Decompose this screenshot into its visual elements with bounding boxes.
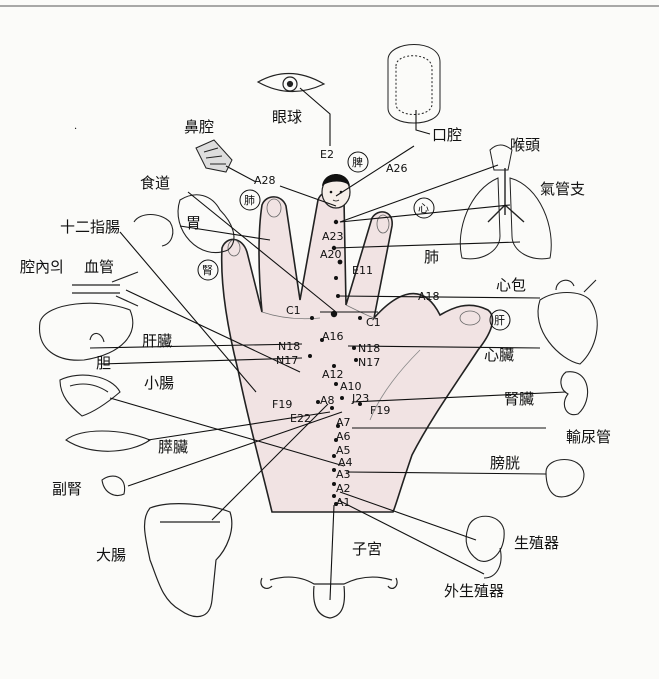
- code-N18-right: N18: [358, 342, 380, 355]
- circled-liver: 肝: [494, 314, 505, 327]
- label-external-genital: 外生殖器: [444, 582, 504, 600]
- eye-sketch: [256, 72, 326, 93]
- code-N17-left: N17: [276, 354, 298, 367]
- leader-lines: [89, 87, 567, 601]
- code-C1-right: C1: [366, 316, 381, 329]
- circled-kidney: 腎: [202, 264, 213, 277]
- code-A10: A10: [340, 380, 362, 393]
- label-kidney: 腎臟: [504, 390, 534, 408]
- liver-sketch: [39, 302, 134, 361]
- label-stomach: 胃: [186, 214, 201, 232]
- vessel-sketch: [72, 271, 139, 307]
- label-pancreas: 膵臟: [158, 438, 188, 456]
- label-vessel-b: 血管: [84, 258, 114, 276]
- point-codes: E2 A28 A26 A23 A20 E11 A18 C1 C1 A16 N18…: [254, 148, 440, 509]
- code-E11: E11: [352, 264, 373, 277]
- genital-sketch: [465, 515, 505, 579]
- circled-lung: 肺: [244, 194, 255, 207]
- label-large-intestine: 大腸: [96, 546, 126, 564]
- code-A26: A26: [386, 162, 408, 175]
- bladder-sketch: [545, 459, 585, 498]
- label-small-intestine: 小腸: [144, 374, 174, 392]
- code-J23: J23: [351, 392, 369, 405]
- label-esophagus: 食道: [140, 174, 170, 192]
- label-liver: 肝臟: [142, 332, 172, 350]
- nail-thumb: [459, 310, 481, 326]
- circled-heart: 心: [418, 202, 429, 215]
- code-A7: A7: [336, 416, 351, 429]
- label-duodenum: 十二指腸: [60, 218, 120, 236]
- code-C1-left: C1: [286, 304, 301, 317]
- circled-marks: 脾 肺 心 腎 肝: [197, 151, 511, 331]
- label-bladder: 膀胱: [490, 454, 520, 472]
- code-F19-right: F19: [370, 404, 390, 417]
- code-A2: A2: [336, 482, 351, 495]
- stray-mark: ·: [74, 124, 77, 135]
- label-mouth: 口腔: [432, 126, 462, 144]
- mouth-sketch: [387, 44, 441, 124]
- label-genital: 生殖器: [514, 534, 559, 552]
- kidney-sketch: [560, 371, 589, 416]
- pancreas-sketch: [65, 430, 152, 452]
- label-ureter: 輸尿管: [566, 428, 611, 446]
- lungs-sketch: [459, 168, 552, 260]
- code-A12: A12: [322, 368, 344, 381]
- code-N17-right: N17: [358, 356, 380, 369]
- head-figure: [321, 174, 351, 209]
- uterus-sketch: [260, 576, 398, 619]
- code-A23: A23: [322, 230, 344, 243]
- label-vessel-a: 腔內의: [20, 258, 64, 276]
- heart-sketch: [537, 279, 598, 365]
- label-uterus: 子宮: [352, 540, 382, 558]
- code-A20: A20: [320, 248, 342, 261]
- code-A1: A1: [336, 496, 351, 509]
- code-A16: A16: [322, 330, 344, 343]
- code-A5: A5: [336, 444, 351, 457]
- label-lung: 肺: [424, 248, 439, 266]
- palm-crease-2: [345, 304, 375, 319]
- label-eye: 眼球: [272, 108, 302, 126]
- label-bronchi: 氣管支: [540, 180, 585, 198]
- code-E2: E2: [320, 148, 334, 161]
- nasal-sketch: [195, 139, 233, 173]
- code-A4: A4: [338, 456, 353, 469]
- larynx-sketch: [489, 144, 513, 171]
- code-F19-left: F19: [272, 398, 292, 411]
- duodenum-sketch: [133, 213, 174, 247]
- thumb-base-line: [369, 349, 421, 421]
- palm-crease-1: [261, 311, 321, 320]
- code-A28: A28: [254, 174, 276, 187]
- label-gallbladder: 胆: [96, 354, 111, 372]
- code-A6: A6: [336, 430, 351, 443]
- label-nasal: 鼻腔: [184, 118, 214, 136]
- label-adrenal: 副腎: [52, 480, 82, 498]
- label-larynx: 喉頭: [510, 136, 540, 154]
- adrenal-sketch: [101, 475, 126, 497]
- code-N18-left: N18: [278, 340, 300, 353]
- nail-ring: [266, 198, 282, 218]
- circled-spleen: 脾: [352, 155, 363, 169]
- code-A3: A3: [336, 468, 351, 481]
- acupoint-dots: [308, 219, 362, 506]
- code-A18: A18: [418, 290, 440, 303]
- large-intestine-sketch: [143, 503, 233, 618]
- code-E22: E22: [290, 412, 311, 425]
- label-pericardium: 心包: [496, 276, 526, 294]
- organ-labels: 眼球 鼻腔 口腔 喉頭 氣管支 食道 十二指腸 胃 肺 腔內의 血管 心包 肝臟…: [20, 108, 611, 600]
- code-A8: A8: [320, 394, 335, 407]
- label-heart: 心臟: [484, 346, 514, 364]
- stomach-sketch: [177, 194, 235, 254]
- small-intestine-sketch: [59, 374, 121, 417]
- nail-index: [376, 214, 390, 234]
